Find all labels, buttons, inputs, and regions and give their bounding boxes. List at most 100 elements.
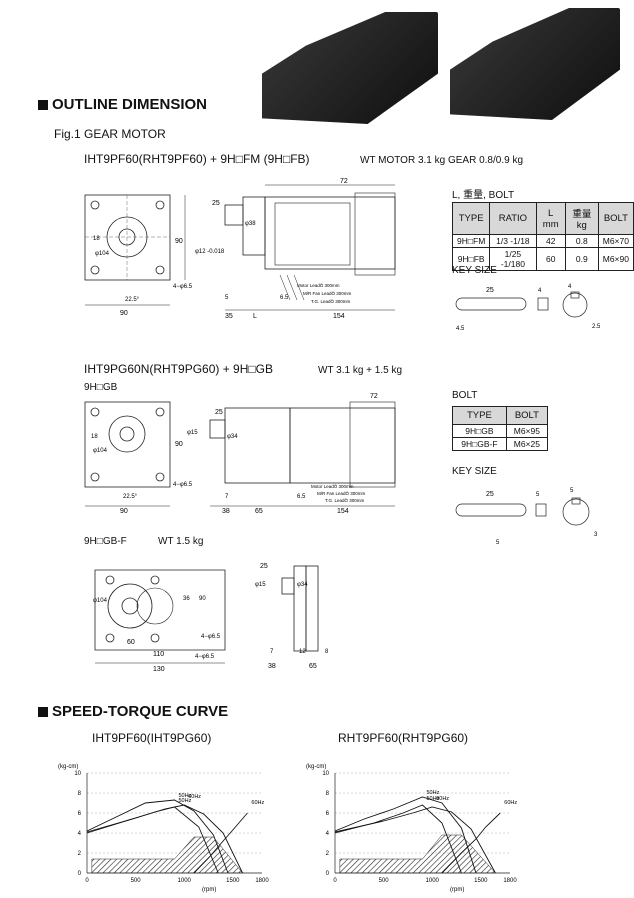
m1-lead2: M/R Fan LeadÖ 300mm bbox=[303, 290, 352, 296]
m2-bolt-title: BOLT bbox=[452, 390, 478, 401]
m1-dim-5: 5 bbox=[225, 295, 229, 301]
model2-title: IHT9PG60N(RHT9PG60) + 9H□GB bbox=[84, 362, 273, 376]
m2-dim-225: 22.5° bbox=[123, 494, 138, 500]
chart2-title: RHT9PF60(RHT9PG60) bbox=[338, 731, 469, 745]
m1-dim-12: φ12 -0.018 bbox=[195, 249, 225, 255]
y-tick-label: 2 bbox=[78, 851, 82, 857]
m2-key-5c: 5 bbox=[496, 540, 500, 546]
m1-dim-L: L bbox=[253, 313, 257, 320]
x-tick-label: 1500 bbox=[226, 878, 240, 884]
m3-dim-15: φ15 bbox=[255, 582, 266, 588]
m1-th-weight: 重量 kg bbox=[564, 202, 599, 235]
y-tick-label: 4 bbox=[78, 831, 82, 837]
m2-dim-104: φ104 bbox=[93, 448, 108, 454]
m1-dim-38: φ38 bbox=[245, 221, 256, 227]
m2-dim-38: 38 bbox=[222, 508, 230, 515]
m1-spec-table: TYPE RATIO L mm 重量 kg BOLT 9H□FM 1/3 -1/… bbox=[451, 202, 634, 271]
m2-dim-72: 72 bbox=[370, 393, 378, 400]
model2-drawing: 72 25 φ15 φ34 18 φ104 90 4−φ6.5 22.5° 90… bbox=[84, 393, 396, 515]
model1-drawing: 72 25 90 18 φ104 φ12 -0.018 φ38 4−φ6.5 2… bbox=[84, 178, 396, 320]
m3-dim-110: 110 bbox=[153, 651, 164, 658]
model3-title: 9H□GB-F bbox=[84, 536, 127, 547]
square-bullet-icon bbox=[38, 99, 48, 110]
m3-dim-7: 7 bbox=[270, 649, 274, 655]
y-tick-label: 10 bbox=[74, 771, 81, 777]
m3-dim-60: 60 bbox=[127, 639, 135, 646]
m2-lead3: T.G. LeadÖ 300mm bbox=[325, 497, 365, 503]
section-outline-title: OUTLINE DIMENSION bbox=[52, 96, 208, 113]
series-line bbox=[334, 796, 477, 874]
series-line bbox=[334, 806, 496, 874]
model2-weight: WT 3.1 kg + 1.5 kg bbox=[318, 365, 403, 376]
m2-dim-34: φ34 bbox=[227, 434, 238, 440]
y-tick-label: 6 bbox=[326, 811, 330, 817]
model3-drawing: φ104 36 90 60 4−φ6.5 110 4−φ6.5 130 φ15 … bbox=[93, 563, 329, 673]
m3-dim-12: 12 bbox=[299, 649, 306, 655]
series-line bbox=[86, 799, 229, 874]
m2-dim-65c: 65 bbox=[255, 508, 263, 515]
series-label: 50Hz bbox=[179, 798, 192, 804]
series-label: 50Hz bbox=[427, 790, 440, 796]
m2-key-drawing: 25 5 5 5 3 bbox=[455, 488, 598, 546]
m3-dim-65b: 4−φ6.5 bbox=[195, 654, 215, 660]
y-tick-label: 0 bbox=[78, 871, 82, 877]
m2-key-3: 3 bbox=[594, 532, 598, 538]
x-tick-label: 500 bbox=[131, 878, 142, 884]
y-tick-label: 8 bbox=[78, 791, 82, 797]
m1-dim-104: φ104 bbox=[95, 251, 110, 257]
table-cell: 9H□GB bbox=[452, 424, 507, 438]
y-tick-label: 6 bbox=[78, 811, 82, 817]
m2-dim-15: φ15 bbox=[187, 430, 198, 436]
x-tick-label: 1800 bbox=[255, 878, 269, 884]
m3-dim-25: 25 bbox=[260, 563, 268, 570]
m1-dim-65b: 6.5 bbox=[280, 295, 289, 301]
table-cell: 0.8 bbox=[564, 234, 599, 248]
m1-dim-90: 90 bbox=[175, 238, 183, 245]
m1-key-4a: 4 bbox=[538, 288, 542, 294]
table-cell: 9H□FB bbox=[451, 247, 491, 271]
m3-dim-34: φ34 bbox=[297, 582, 308, 588]
chart1-ylabel: (kg-cm) bbox=[58, 764, 78, 770]
table-row: 9H□GB-F M6×25 bbox=[452, 437, 548, 451]
m1-dim-90b: 90 bbox=[120, 310, 128, 317]
series-line bbox=[441, 812, 501, 874]
m1-key-size-title: KEY SIZE bbox=[452, 265, 497, 276]
m2-dim-18: 18 bbox=[91, 434, 98, 440]
m2-key-size-title: KEY SIZE bbox=[452, 466, 497, 477]
m3-dim-36: 36 bbox=[183, 596, 190, 602]
fig1-label: Fig.1 GEAR MOTOR bbox=[54, 127, 166, 141]
m1-key-drawing: 25 4 4 4.5 2.5 bbox=[455, 284, 601, 332]
series-label: 60Hz bbox=[251, 800, 264, 806]
table-cell: 1/25 -1/180 bbox=[489, 247, 537, 271]
table-cell: 9H□GB-F bbox=[452, 437, 507, 451]
table-cell: M6×70 bbox=[597, 234, 634, 248]
y-tick-label: 8 bbox=[326, 791, 330, 797]
table-cell: M6×90 bbox=[597, 247, 634, 271]
y-tick-label: 0 bbox=[326, 871, 330, 877]
series-label: 60Hz bbox=[188, 794, 201, 800]
m3-dim-104: φ104 bbox=[93, 598, 108, 604]
table-cell: 0.9 bbox=[564, 247, 599, 271]
m2-th-bolt: BOLT bbox=[505, 406, 548, 425]
table-cell: M6×25 bbox=[505, 437, 548, 451]
x-tick-label: 1800 bbox=[503, 878, 517, 884]
m1-key-4b: 4 bbox=[568, 284, 572, 290]
gear-motor-photo-right bbox=[450, 8, 620, 120]
series-label: 50Hz bbox=[427, 796, 440, 802]
m2-dim-65b: 6.5 bbox=[297, 494, 306, 500]
m2-dim-7: 7 bbox=[225, 494, 229, 500]
m2-dim-90b: 90 bbox=[120, 508, 128, 515]
m1-th-ratio: RATIO bbox=[489, 202, 537, 235]
m2-dim-90: 90 bbox=[175, 441, 183, 448]
x-tick-label: 0 bbox=[333, 878, 337, 884]
m1-th-l: L mm bbox=[535, 202, 566, 235]
operating-area bbox=[339, 834, 496, 874]
m1-table-title: L, 重量, BOLT bbox=[452, 190, 515, 201]
chart2-xlabel: (rpm) bbox=[450, 887, 464, 893]
m2-lead1: Motor LeadÖ 300mm bbox=[311, 483, 354, 489]
table-row: 9H□FB 1/25 -1/180 60 0.9 M6×90 bbox=[451, 247, 634, 271]
table-cell: 1/3 -1/18 bbox=[489, 234, 537, 248]
